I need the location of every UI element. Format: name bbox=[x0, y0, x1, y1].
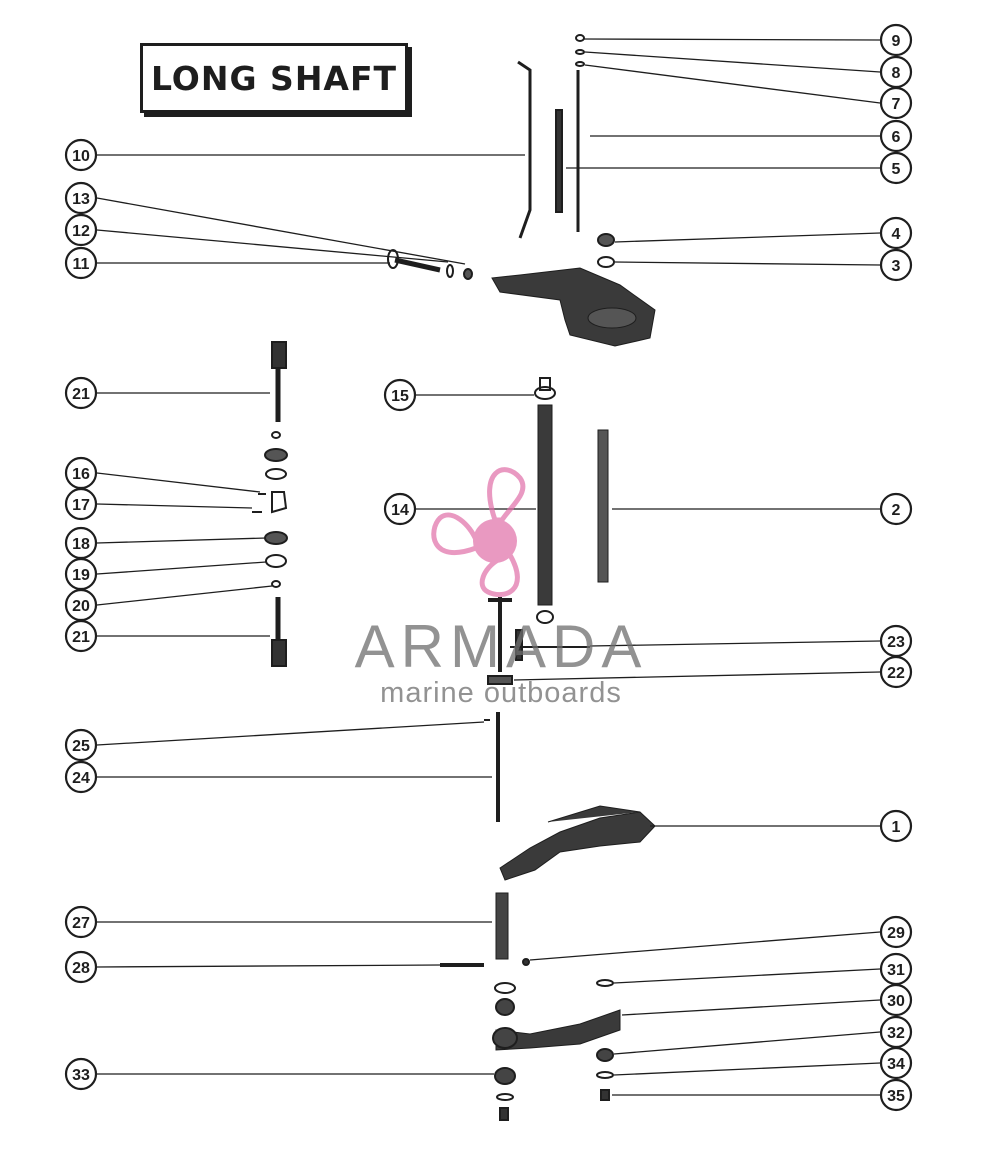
callout-circle bbox=[879, 151, 913, 185]
part-8 bbox=[575, 49, 585, 55]
callout-circle bbox=[64, 376, 98, 410]
part-5-rod bbox=[555, 109, 563, 213]
part-14-tube bbox=[537, 404, 553, 606]
callout-circle bbox=[64, 181, 98, 215]
callout-circle bbox=[879, 216, 913, 250]
callout-number: 7 bbox=[892, 96, 901, 113]
part-11-bolt bbox=[394, 257, 441, 273]
callout-number: 20 bbox=[72, 598, 90, 615]
part-13-nut bbox=[463, 268, 473, 280]
callout-number: 33 bbox=[72, 1067, 90, 1084]
part-33-nut bbox=[494, 1067, 516, 1085]
callout-circle bbox=[64, 905, 98, 939]
part-34 bbox=[596, 1071, 614, 1079]
callout-circle bbox=[879, 1078, 913, 1112]
callout-number: 29 bbox=[887, 925, 905, 942]
callout-circle bbox=[64, 487, 98, 521]
part-10-rod bbox=[517, 60, 532, 239]
callout-number: 13 bbox=[72, 191, 90, 208]
callout-number: 6 bbox=[892, 129, 901, 146]
part-4-nut bbox=[597, 233, 615, 247]
part-2-rod bbox=[597, 429, 609, 583]
watermark-brand: ARMADA bbox=[354, 613, 648, 680]
callout-circle bbox=[383, 378, 417, 412]
callout-number: 30 bbox=[887, 993, 905, 1010]
part-17-clip bbox=[271, 491, 288, 514]
callout-number: 34 bbox=[887, 1056, 905, 1073]
part-19 bbox=[265, 554, 287, 568]
title-box: LONG SHAFT bbox=[140, 43, 408, 113]
callout-number: 14 bbox=[391, 502, 409, 519]
callout-circle bbox=[879, 809, 913, 843]
part-23 bbox=[515, 629, 523, 661]
callout-circle bbox=[64, 1057, 98, 1091]
callout-circle bbox=[879, 492, 913, 526]
upper-bracket bbox=[491, 267, 656, 347]
part-30-lever bbox=[495, 1009, 621, 1051]
part-3-washer bbox=[597, 256, 615, 268]
callout-circle bbox=[64, 246, 98, 280]
part-32 bbox=[596, 1048, 614, 1062]
callout-circle bbox=[383, 492, 417, 526]
watermark-tagline: marine outboards bbox=[380, 677, 622, 709]
callout-number: 11 bbox=[73, 256, 90, 273]
callout-number: 15 bbox=[391, 388, 409, 405]
part-27-shaft bbox=[495, 892, 509, 960]
part-35 bbox=[600, 1089, 610, 1101]
callout-number: 28 bbox=[72, 960, 90, 977]
callout-number: 3 bbox=[892, 258, 901, 275]
part-15 bbox=[534, 386, 556, 400]
callout-number: 5 bbox=[892, 161, 901, 178]
callout-circle bbox=[879, 119, 913, 153]
callout-circle bbox=[879, 248, 913, 282]
callout-number: 4 bbox=[892, 226, 901, 243]
part-20 bbox=[271, 580, 281, 588]
callout-circle bbox=[879, 55, 913, 89]
callout-circle bbox=[64, 950, 98, 984]
callout-number: 18 bbox=[72, 536, 90, 553]
callout-circle bbox=[64, 760, 98, 794]
callout-circle bbox=[879, 23, 913, 57]
callout-number: 16 bbox=[72, 466, 90, 483]
part-9 bbox=[575, 34, 585, 42]
part-18 bbox=[264, 531, 288, 545]
part-12-washer bbox=[446, 264, 454, 278]
callout-circle bbox=[64, 619, 98, 653]
callout-number: 10 bbox=[72, 148, 90, 165]
callout-circle bbox=[64, 728, 98, 762]
callout-circle bbox=[879, 624, 913, 658]
callout-number: 8 bbox=[892, 65, 901, 82]
callout-number: 24 bbox=[72, 770, 90, 787]
callout-group: 1234567891011121314151617181920212122232… bbox=[64, 23, 913, 1112]
part-31 bbox=[596, 979, 614, 987]
callout-circle bbox=[879, 1046, 913, 1080]
part-29 bbox=[522, 958, 530, 966]
callout-circle bbox=[64, 138, 98, 172]
callout-number: 22 bbox=[887, 665, 905, 682]
callout-number: 21 bbox=[72, 386, 90, 403]
callout-number: 9 bbox=[892, 33, 901, 50]
callout-number: 27 bbox=[72, 915, 90, 932]
callout-number: 12 bbox=[72, 223, 90, 240]
callout-number: 19 bbox=[72, 567, 90, 584]
callout-circle bbox=[64, 213, 98, 247]
diagram-title: LONG SHAFT bbox=[150, 58, 398, 98]
callout-number: 17 bbox=[72, 497, 90, 514]
callout-circle bbox=[879, 952, 913, 986]
callout-number: 21 bbox=[72, 629, 90, 646]
callout-number: 1 bbox=[892, 819, 901, 836]
callout-number: 2 bbox=[892, 502, 901, 519]
callout-number: 23 bbox=[887, 634, 905, 651]
callout-circle bbox=[879, 915, 913, 949]
callout-number: 25 bbox=[72, 738, 90, 755]
callout-number: 31 bbox=[887, 962, 905, 979]
callout-number: 32 bbox=[887, 1025, 905, 1042]
part-7 bbox=[575, 61, 585, 67]
lower-bracket bbox=[499, 811, 656, 881]
callout-number: 35 bbox=[887, 1088, 905, 1105]
watermark-logo-icon bbox=[431, 467, 526, 598]
